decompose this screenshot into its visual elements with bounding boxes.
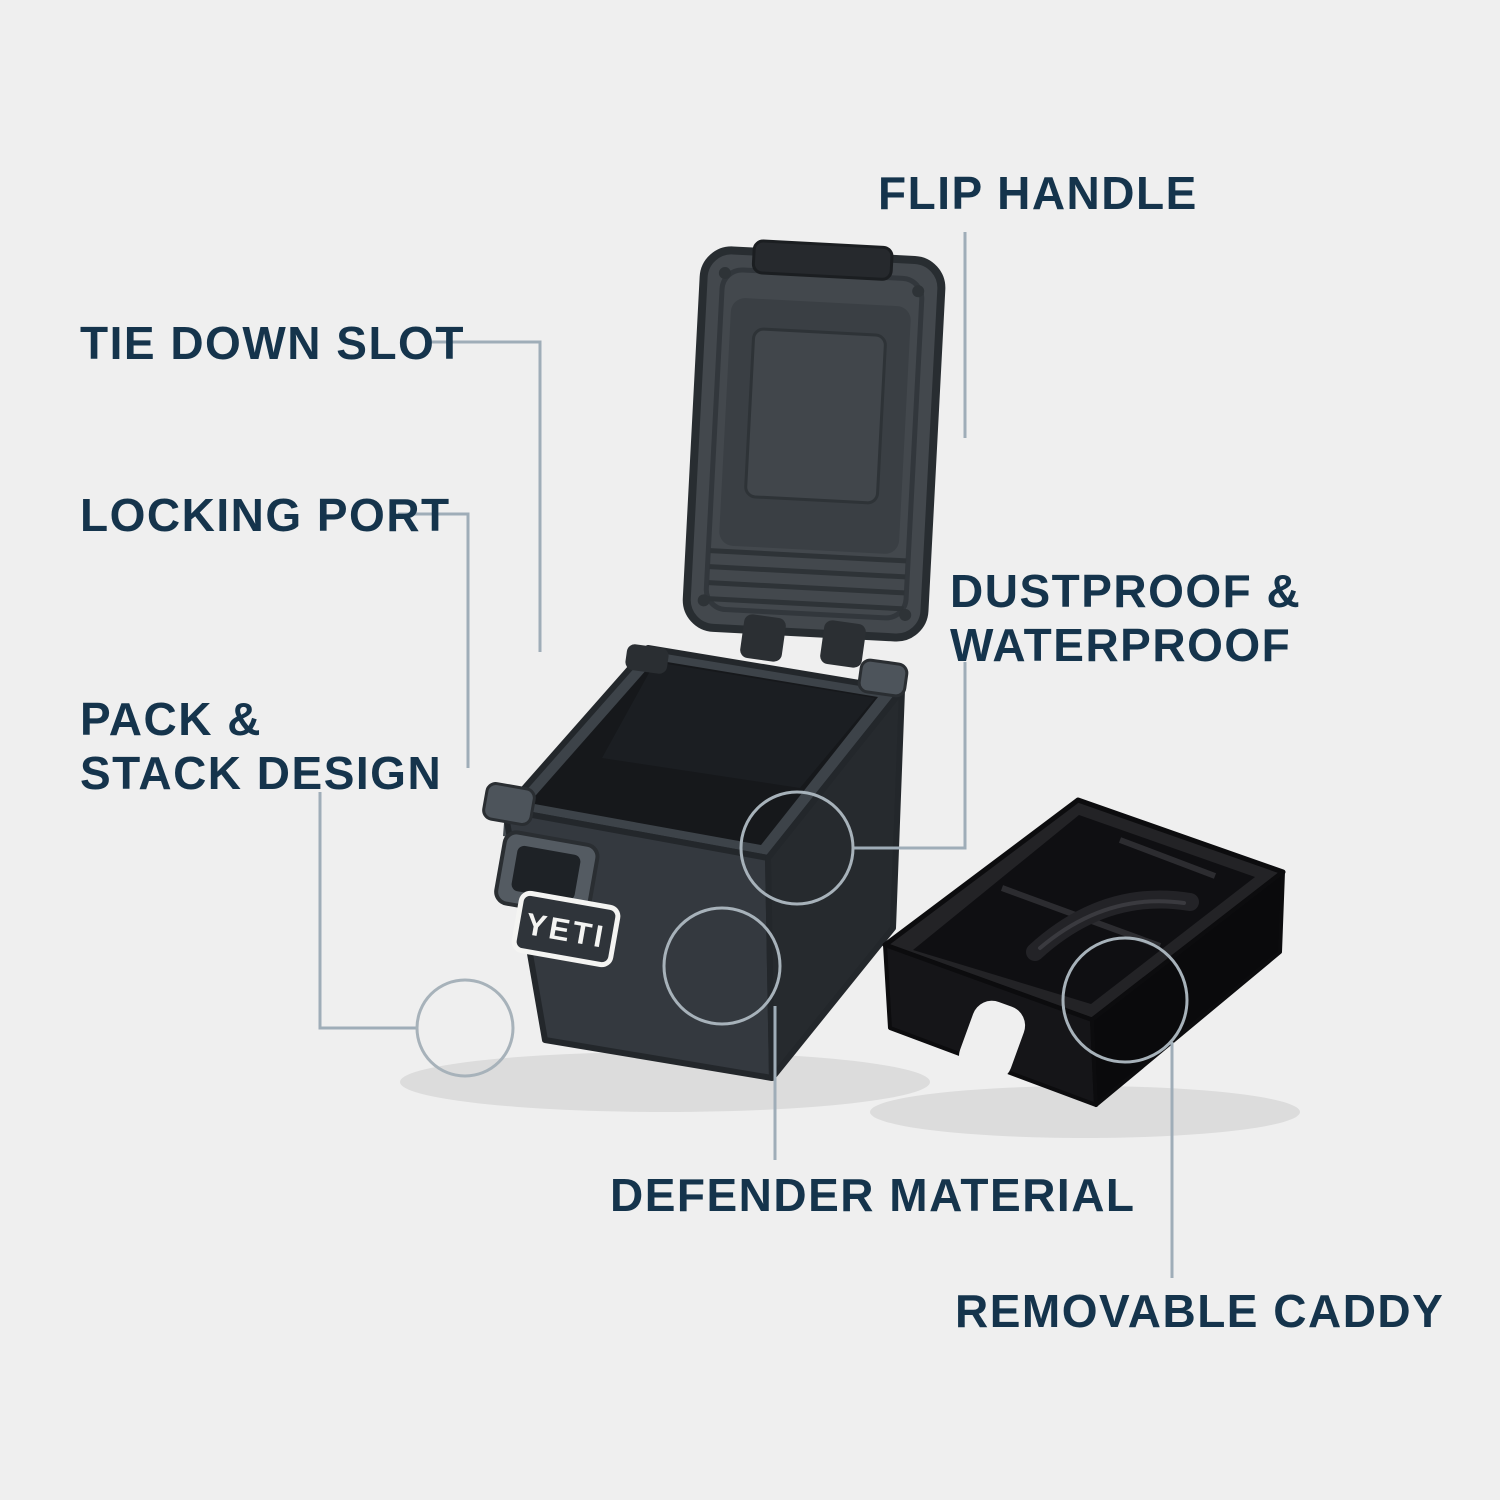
lid-screw bbox=[899, 608, 912, 621]
leader-line-pack-stack bbox=[318, 792, 417, 1030]
tie-down-tab-left bbox=[482, 782, 536, 826]
caddy-notch bbox=[958, 1000, 1026, 1082]
callout-pack-stack-line2: STACK DESIGN bbox=[80, 747, 443, 800]
callout-defender-material: DEFENDER MATERIAL bbox=[610, 1169, 1136, 1221]
removable-caddy bbox=[882, 797, 1286, 1107]
brand-badge: YETI bbox=[511, 890, 621, 968]
tie-down-tab-right bbox=[857, 658, 909, 698]
latch-keeper bbox=[511, 845, 581, 901]
box-interior-wall bbox=[602, 662, 875, 788]
callout-dustproof-line2: WATERPROOF bbox=[950, 619, 1292, 672]
caddy-shadow bbox=[870, 1086, 1300, 1138]
lid-ribs bbox=[707, 548, 907, 612]
callout-dustproof-waterproof: DUSTPROOF & WATERPROOF bbox=[950, 564, 1301, 673]
focus-circle-dustproof bbox=[739, 790, 855, 906]
tie-down-slot-notch bbox=[625, 644, 669, 674]
caddy-side-wall bbox=[1090, 870, 1285, 1107]
callout-removable-caddy: REMOVABLE CADDY bbox=[955, 1285, 1445, 1337]
leader-line-tie-down-slot bbox=[428, 340, 542, 652]
callout-pack-stack-line1: PACK & bbox=[80, 693, 262, 745]
lid bbox=[682, 239, 946, 642]
caddy-handle-highlight bbox=[1038, 899, 1186, 950]
gobox-body: YETI bbox=[482, 644, 909, 1081]
focus-circles bbox=[415, 790, 1189, 1078]
hinge bbox=[740, 614, 866, 668]
leader-line-dustproof bbox=[853, 662, 967, 850]
callout-locking-port: LOCKING PORT bbox=[80, 489, 451, 541]
focus-circle-removable-caddy bbox=[1061, 936, 1189, 1064]
focus-circle-pack-stack bbox=[415, 978, 515, 1078]
leader-lines bbox=[318, 232, 1174, 1278]
leader-line-locking-port bbox=[398, 512, 470, 768]
box-shadow bbox=[400, 1052, 930, 1112]
callout-tie-down-slot: TIE DOWN SLOT bbox=[80, 317, 465, 369]
badge-frame bbox=[511, 890, 621, 968]
callout-dustproof-line1: DUSTPROOF & bbox=[950, 565, 1302, 617]
shadows bbox=[400, 1052, 1300, 1138]
callout-flip-handle: FLIP HANDLE bbox=[878, 167, 1198, 219]
lid-screw bbox=[697, 594, 710, 607]
lid-screw bbox=[912, 285, 925, 298]
lid-recess bbox=[744, 327, 887, 505]
flip-handle-bar bbox=[751, 239, 894, 281]
focus-circle-defender bbox=[662, 906, 782, 1026]
lid-screw bbox=[718, 267, 731, 280]
box-side-face bbox=[765, 687, 905, 1081]
callout-pack-stack-design: PACK & STACK DESIGN bbox=[80, 692, 442, 801]
